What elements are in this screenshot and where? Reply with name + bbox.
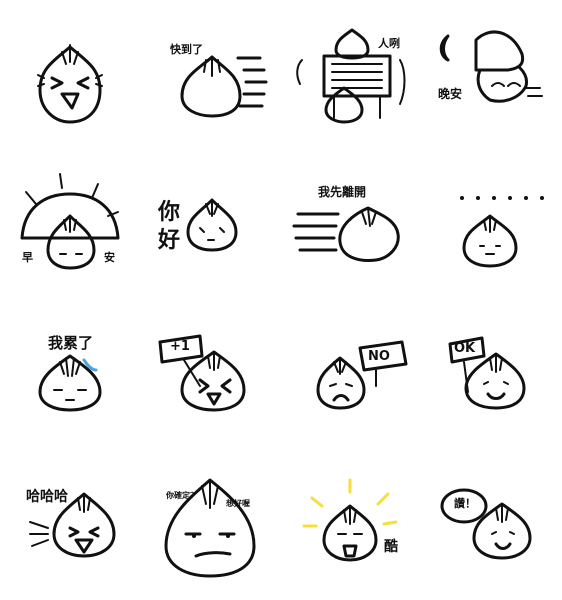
tired-dumpling-drawing — [38, 354, 102, 412]
sticker-caption: 快到了 — [170, 43, 203, 56]
sticker-hello[interactable]: 你 好 — [140, 150, 280, 300]
plus-one-dumpling-drawing — [158, 334, 246, 412]
sticker-caption: 我先離開 — [318, 185, 367, 199]
sticker-ok-sign[interactable]: OK — [420, 300, 560, 450]
hahaha-dumpling-drawing — [29, 492, 116, 558]
sticker-good-morning[interactable]: 早 安 — [0, 150, 140, 300]
running-dumpling-drawing — [180, 55, 268, 118]
sleeping-dumpling-drawing — [439, 30, 543, 103]
sticker-caption: 你 — [158, 200, 181, 225]
sticker-caption: 哈哈哈 — [26, 489, 68, 505]
sticker-praise[interactable]: 讚！ — [420, 450, 560, 600]
silent-dumpling-drawing — [460, 196, 544, 268]
sticker-caption: 好 — [158, 228, 181, 253]
sticker-caption: 早 — [22, 251, 33, 264]
sticker-caption: 安 — [104, 251, 115, 264]
sticker-hey-people[interactable]: 人咧 — [280, 0, 420, 150]
sunrise-dumpling-drawing — [20, 173, 120, 270]
praise-dumpling-drawing — [440, 488, 532, 560]
sticker-are-you-sure[interactable]: 你確定？ 想好喔 — [140, 450, 280, 600]
sticker-caption: 我累了 — [48, 334, 94, 352]
sticker-plus-one[interactable]: +1 — [140, 300, 280, 450]
sticker-ellipsis[interactable] — [420, 150, 560, 300]
sticker-caption: OK — [454, 341, 476, 356]
laughing-dumpling-drawing — [37, 44, 103, 124]
sticker-caption: NO — [368, 349, 390, 364]
cool-dumpling-drawing — [302, 478, 398, 562]
hello-dumpling-drawing — [186, 198, 238, 252]
sticker-almost-there[interactable]: 快到了 — [140, 0, 280, 150]
sticker-hahaha[interactable]: 哈哈哈 — [0, 450, 140, 600]
sticker-laughing[interactable] — [0, 0, 140, 150]
sticker-cool[interactable]: 酷 — [280, 450, 420, 600]
sticker-caption: 想好喔 — [226, 499, 250, 508]
sticker-caption: 晚安 — [438, 87, 463, 101]
ok-sign-dumpling-drawing — [448, 336, 526, 410]
sticker-leaving-first[interactable]: 我先離開 — [280, 150, 420, 300]
sticker-no-sign[interactable]: NO — [280, 300, 420, 450]
sticker-caption: 酷 — [384, 539, 398, 555]
sticker-tired[interactable]: 我累了 — [0, 300, 140, 450]
dumpling-under-table-drawing — [296, 28, 406, 124]
no-sign-dumpling-drawing — [316, 340, 408, 410]
doubtful-dumpling-drawing — [164, 478, 256, 578]
sticker-good-night[interactable]: 晚安 — [420, 0, 560, 150]
leaving-dumpling-drawing — [292, 206, 400, 262]
sticker-caption: 人咧 — [378, 37, 400, 50]
sticker-caption: 你確定？ — [166, 491, 198, 500]
sticker-caption: +1 — [170, 339, 190, 354]
sticker-caption: 讚！ — [454, 497, 476, 510]
